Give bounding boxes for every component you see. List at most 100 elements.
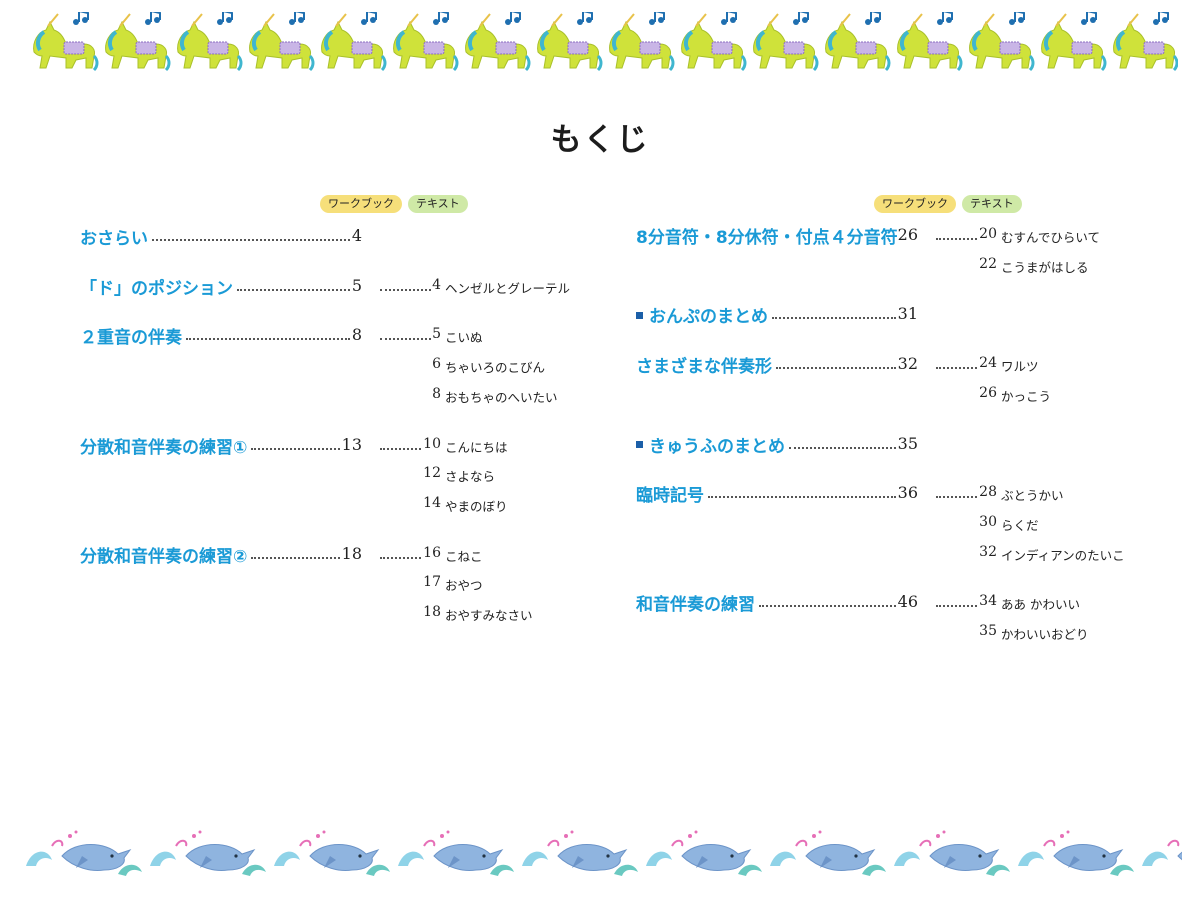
song-title: こうまがはしる (1001, 259, 1089, 275)
song-title: かっこう (1001, 388, 1052, 404)
section-title: 分散和音伴奏の練習② (80, 546, 248, 567)
dolphin-icon (1014, 826, 1138, 884)
left-text-label: テキスト (408, 195, 468, 213)
workbook-page-number: 31 (897, 304, 918, 324)
song-title: ワルツ (1001, 359, 1039, 375)
workbook-page-number: 26 (897, 225, 918, 244)
unicorn-icon (748, 12, 820, 72)
section-heading: 分散和音伴奏の練習① (80, 433, 247, 458)
unicorn-icon (460, 12, 532, 72)
section-heading: きゅうふのまとめ (636, 432, 785, 457)
leader-dots (380, 447, 421, 450)
section-heading: ２重音の伴奏 (80, 323, 182, 348)
dolphin-icon (394, 826, 518, 884)
workbook-page-number: 4 (351, 226, 362, 245)
workbook-page-number: 8 (351, 325, 362, 345)
text-page-number: 20 (979, 226, 997, 242)
leader-dots (936, 605, 977, 608)
song-title: こんにちは (445, 439, 508, 455)
text-page-number: 34 (979, 593, 997, 610)
song-title: かわいいおどり (1001, 627, 1089, 642)
leader-dots (251, 556, 340, 559)
dolphin-icon (766, 826, 890, 884)
workbook-page-number: 18 (341, 543, 362, 563)
section-title: 分散和音伴奏の練習① (80, 437, 248, 458)
workbook-page-number: 35 (897, 433, 918, 453)
unicorn-icon (820, 12, 892, 72)
unicorn-icon (316, 12, 388, 72)
leader-dots (380, 556, 421, 559)
section-title: 和音伴奏の練習 (636, 595, 755, 616)
workbook-page-number: 36 (897, 483, 918, 503)
section-heading: おんぷのまとめ (636, 302, 768, 327)
song-title: ちゃいろのこびん (445, 360, 546, 376)
text-page-number: 28 (979, 484, 997, 501)
leader-dots (708, 496, 896, 499)
song-title: こねこ (445, 548, 483, 564)
workbook-page-number: 13 (341, 434, 362, 454)
leader-dots (186, 338, 350, 341)
song-title: やまのぼり (445, 498, 508, 514)
unicorn-icon (388, 12, 460, 72)
left-workbook-label: ワークブック (320, 195, 402, 213)
square-marker-icon (636, 441, 643, 448)
dolphin-icon (642, 826, 766, 884)
song-title: おもちゃのへいたい (445, 389, 558, 405)
workbook-page-number: 5 (351, 275, 362, 295)
section-title: きゅうふのまとめ (649, 436, 785, 457)
unicorn-icon (244, 12, 316, 72)
text-page-number: 24 (979, 355, 997, 372)
right-workbook-label: ワークブック (874, 195, 956, 213)
leader-dots (251, 447, 340, 450)
text-page-number: 6 (432, 356, 441, 373)
unicorn-icon (604, 12, 676, 72)
section-title: ２重音の伴奏 (80, 328, 182, 349)
leader-dots (152, 239, 350, 241)
leader-dots (936, 496, 977, 499)
song-title: ああ かわいい (1001, 597, 1080, 613)
right-text-label: テキスト (962, 195, 1022, 213)
section-title: おさらい (80, 229, 148, 249)
top-unicorn-border (28, 12, 1178, 74)
dolphin-icon (518, 826, 642, 884)
song-title: ヘンゼルとグレーテル (445, 280, 571, 296)
unicorn-icon (28, 12, 100, 72)
dolphin-icon (146, 826, 270, 884)
section-heading: さまざまな伴奏形 (636, 352, 772, 377)
section-heading: 分散和音伴奏の練習② (80, 542, 247, 567)
section-heading: 8分音符・8分休符・付点４分音符 (636, 223, 898, 248)
leader-dots (237, 288, 350, 291)
section-heading: 臨時記号 (636, 481, 704, 506)
section-title: おんぷのまとめ (649, 307, 768, 328)
section-title: 8分音符・8分休符・付点４分音符 (636, 228, 898, 248)
song-title: さよなら (445, 469, 496, 485)
section-title: 「ド」のポジション (80, 278, 233, 299)
text-page-number: 35 (979, 623, 997, 639)
unicorn-icon (172, 12, 244, 72)
text-page-number: 18 (423, 604, 441, 620)
text-page-number: 5 (432, 326, 441, 343)
section-title: さまざまな伴奏形 (636, 357, 772, 378)
unicorn-icon (964, 12, 1036, 72)
section-heading: 「ド」のポジション (80, 274, 233, 299)
unicorn-icon (676, 12, 748, 72)
song-title: おやすみなさい (445, 608, 533, 623)
song-title: ぶとうかい (1001, 488, 1064, 504)
section-title: 臨時記号 (636, 486, 704, 507)
text-page-number: 30 (979, 513, 997, 530)
leader-dots (776, 367, 896, 370)
leader-dots (936, 367, 977, 370)
unicorn-icon (1036, 12, 1108, 72)
song-title: らくだ (1001, 517, 1039, 533)
leader-dots (759, 605, 896, 608)
unicorn-icon (892, 12, 964, 72)
page-title: もくじ (550, 122, 650, 158)
song-title: むすんでひらいて (1001, 230, 1101, 245)
text-page-number: 4 (432, 276, 441, 293)
dolphin-icon (890, 826, 1014, 884)
unicorn-icon (1108, 12, 1178, 72)
text-page-number: 10 (423, 435, 441, 452)
song-title: おやつ (445, 578, 483, 594)
song-title: こいぬ (445, 330, 483, 346)
unicorn-icon (532, 12, 604, 72)
